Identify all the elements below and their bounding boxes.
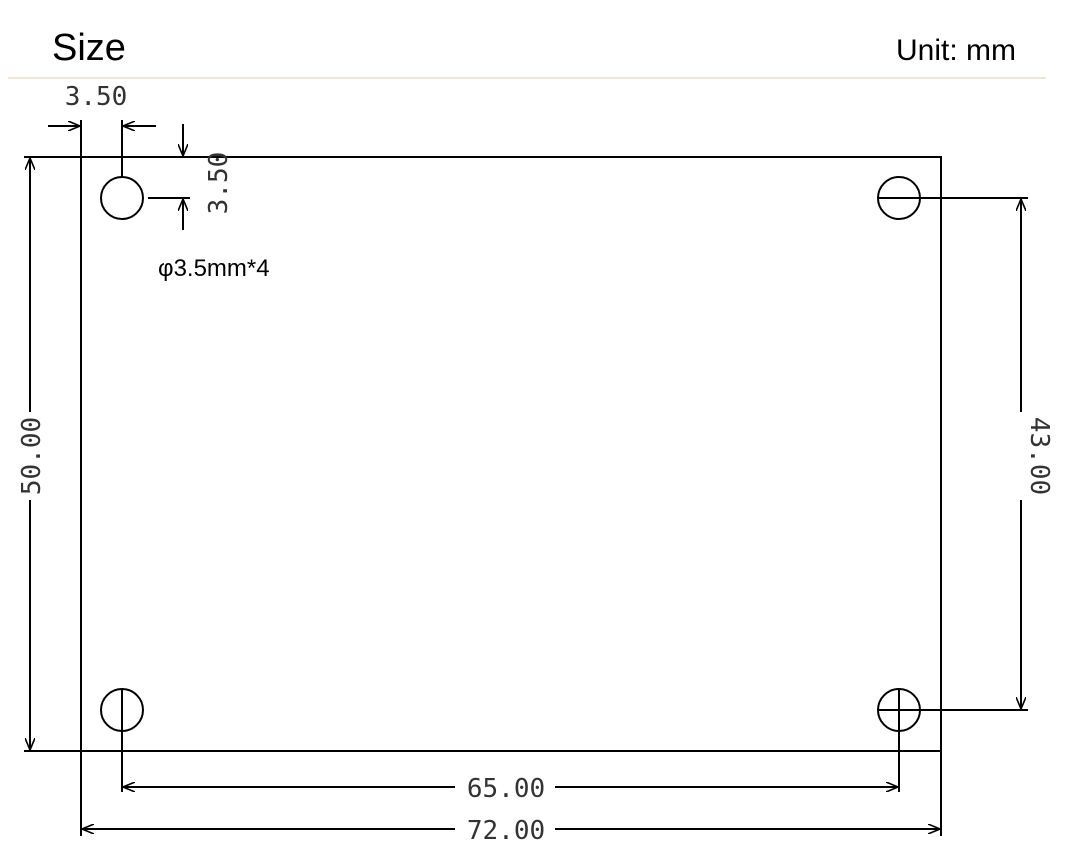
- hole-note: φ3.5mm*4: [158, 255, 270, 282]
- board-outline: [80, 156, 942, 752]
- dimension-label-offset-x: 3.50: [65, 82, 128, 112]
- dimension-label-board-height: 50.00: [17, 417, 47, 495]
- dimension-label-hole-spacing-y: 43.00: [1024, 417, 1054, 495]
- header-divider: [8, 77, 1046, 79]
- dimension-label-board-width: 72.00: [467, 816, 545, 846]
- dimension-label-hole-spacing-x: 65.00: [467, 774, 545, 804]
- page-title: Size: [52, 27, 126, 69]
- mounting-hole-top-left: [100, 176, 144, 220]
- unit-label: Unit: mm: [896, 34, 1016, 67]
- dimension-label-offset-y: 3.50: [204, 152, 234, 215]
